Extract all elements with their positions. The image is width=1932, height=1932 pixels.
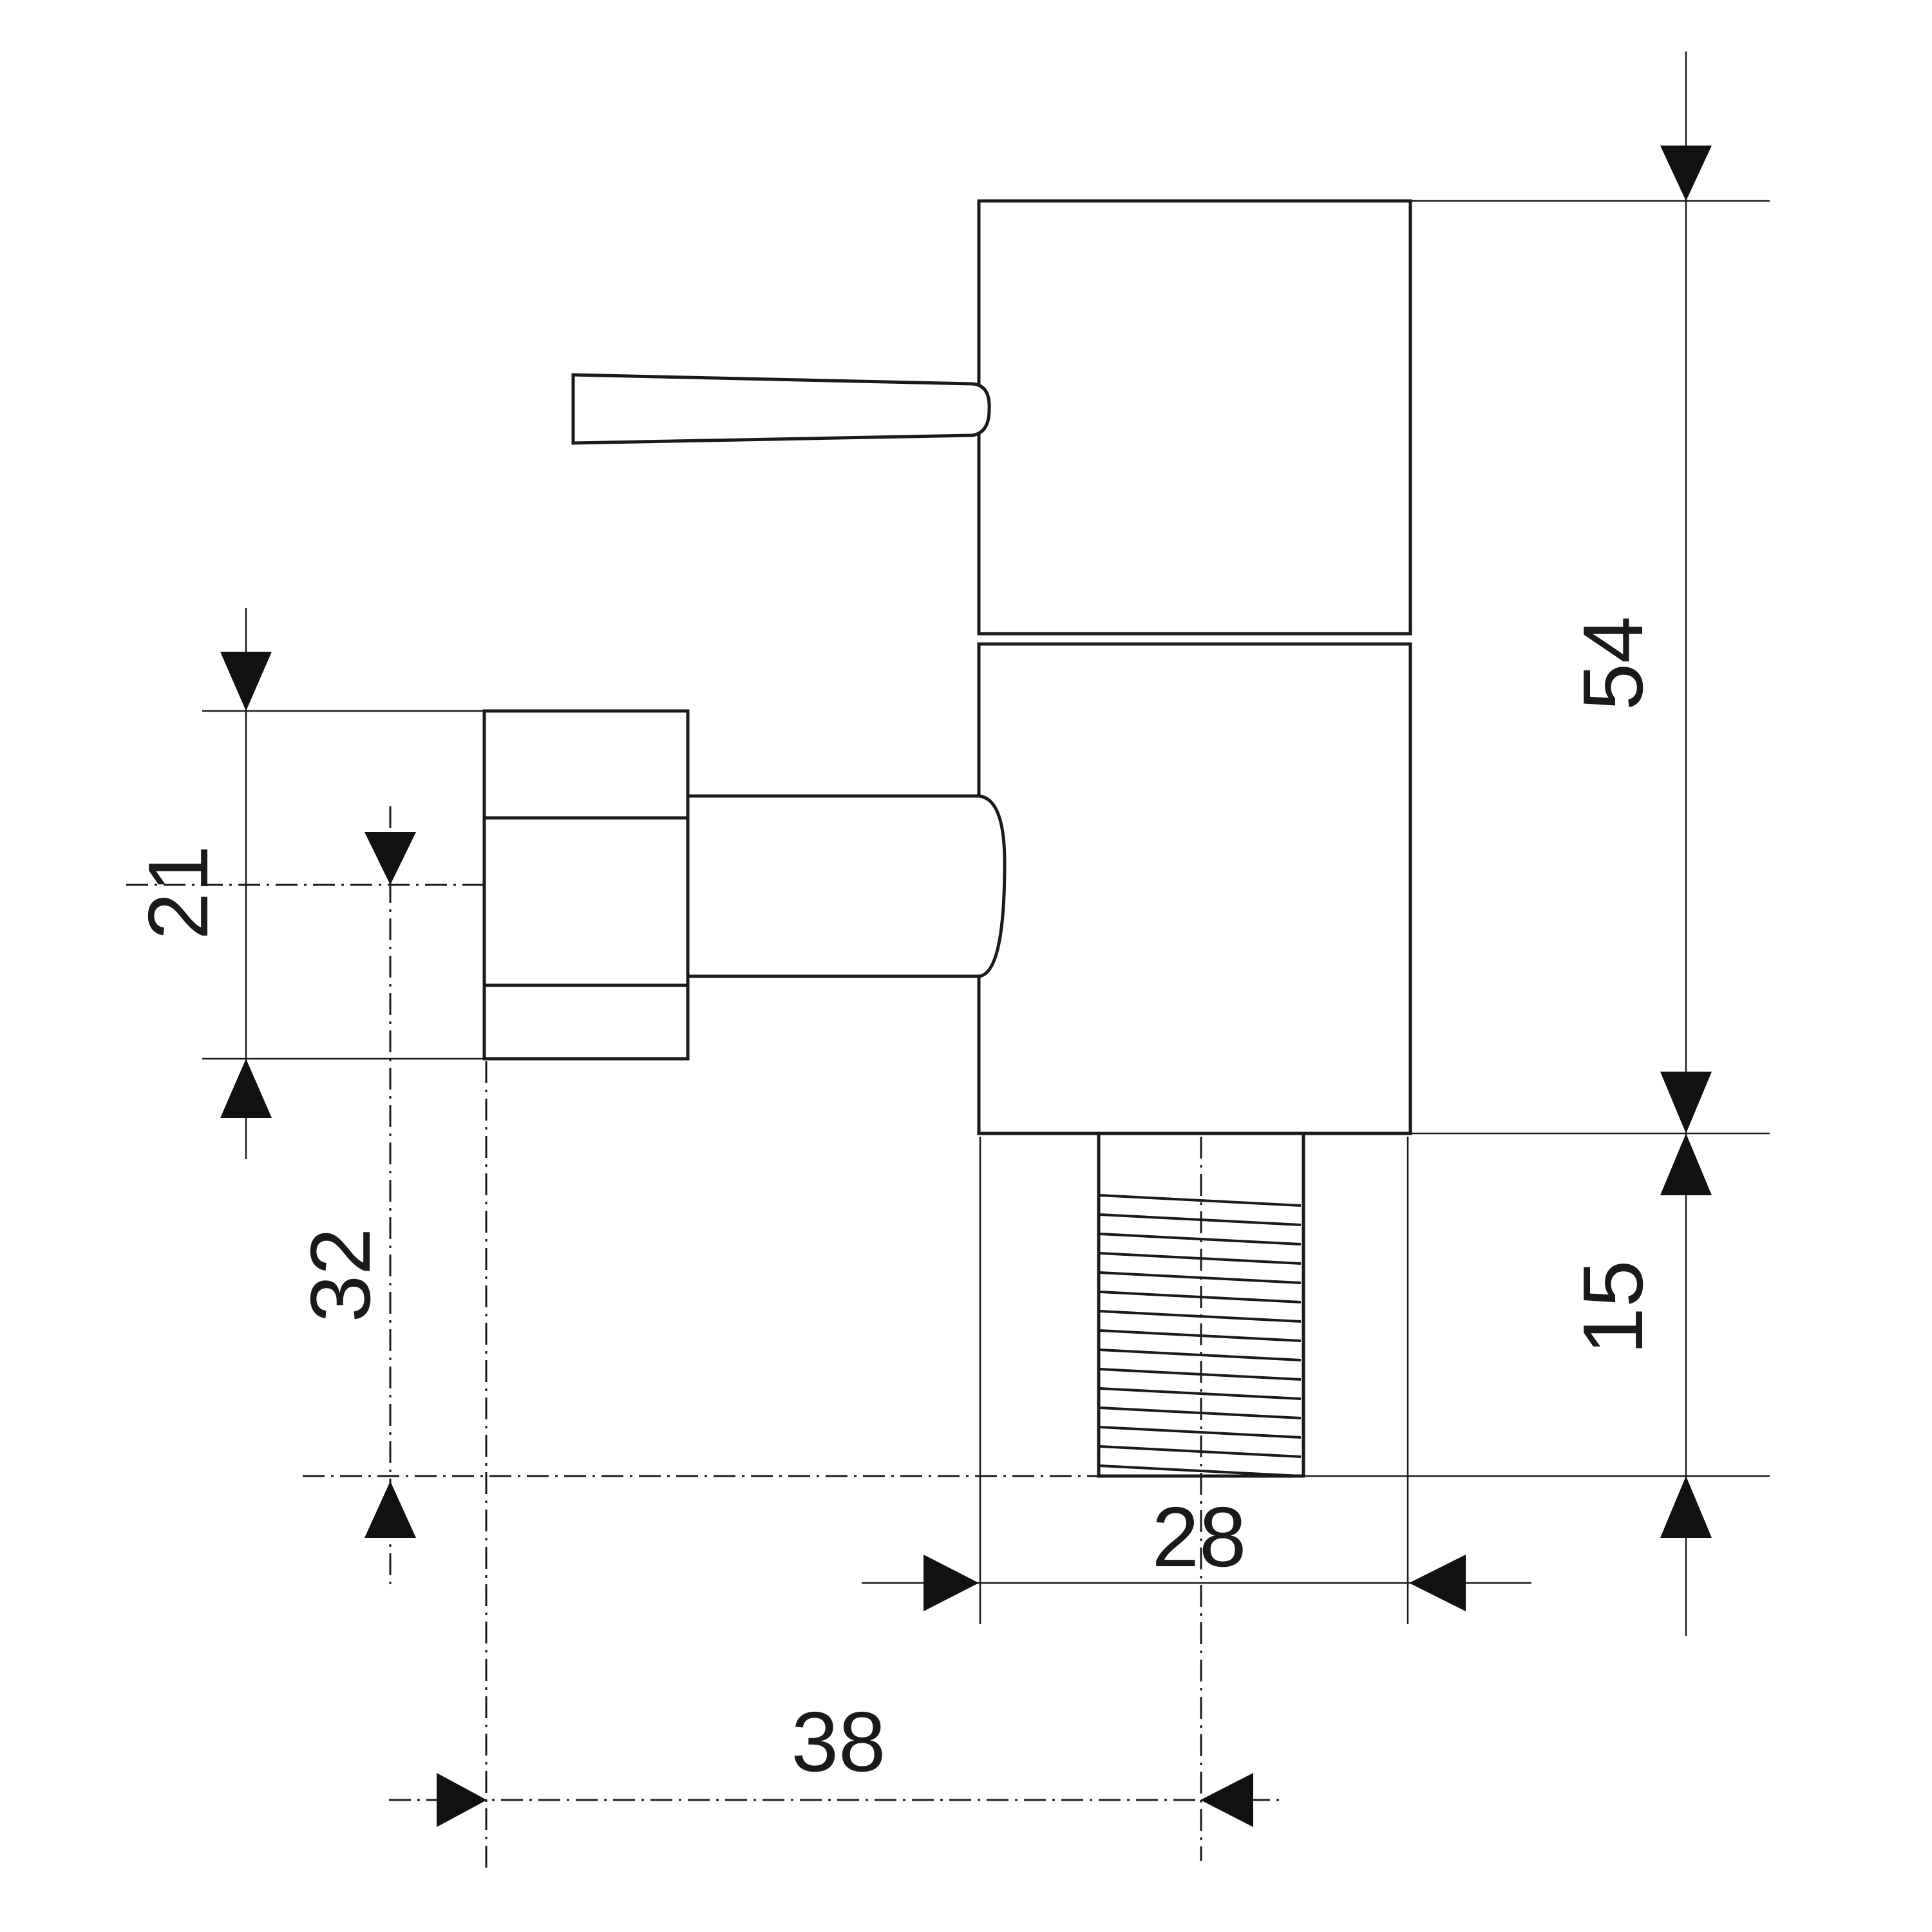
thread-line: [1099, 1426, 1302, 1439]
dim-label-32: 32: [293, 1228, 388, 1323]
arrow-38-left: [437, 1773, 487, 1827]
arrow-21-bottom: [220, 1059, 272, 1118]
thread-line: [1099, 1233, 1302, 1245]
arrow-28-left: [923, 1555, 979, 1611]
arrowheads: [220, 146, 1712, 1827]
extension-lines: [202, 200, 1770, 1624]
arrow-15-top: [1660, 1133, 1712, 1195]
dim-label-38: 38: [791, 1694, 886, 1789]
arrow-38-right: [1200, 1773, 1253, 1827]
arrow-21-top: [220, 652, 272, 711]
arrow-54-bottom: [1660, 1072, 1712, 1133]
arrow-28-right: [1409, 1555, 1466, 1611]
valve-body: [482, 199, 1412, 1478]
arrow-15-bottom: [1660, 1476, 1712, 1538]
thread-line: [1099, 1194, 1302, 1207]
arrow-54-top: [1660, 146, 1712, 201]
dim-label-21: 21: [131, 846, 225, 940]
center-lines: [126, 806, 1202, 1868]
handle-lever: [571, 373, 991, 445]
inlet-shaft: [688, 794, 1007, 978]
valve-head-block: [977, 199, 1412, 636]
valve-lower-block: [977, 642, 1412, 1135]
dimension-labels: 54 15 21 32 28 38: [131, 616, 1660, 1789]
dim-label-54: 54: [1566, 616, 1660, 711]
thread-line: [1099, 1349, 1302, 1361]
arrow-32-top: [365, 832, 416, 885]
dim-label-28: 28: [1152, 1490, 1247, 1584]
arrow-32-bottom: [365, 1481, 416, 1538]
thread-line: [1099, 1464, 1302, 1477]
thread-line: [1099, 1387, 1302, 1400]
dim-label-15: 15: [1566, 1260, 1660, 1355]
inlet-hex-nut: [482, 709, 690, 1061]
